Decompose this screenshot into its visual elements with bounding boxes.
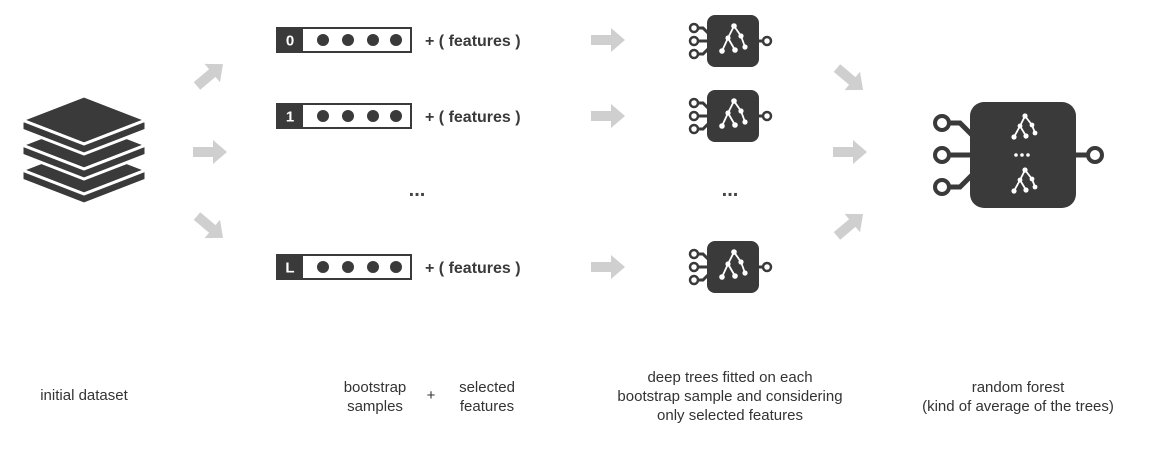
arrow-icon: [591, 28, 625, 52]
feature-dot: [342, 34, 354, 46]
decision-tree-chip-icon: [688, 241, 773, 293]
arrow-icon: [829, 204, 871, 246]
caption-initial-dataset: initial dataset: [40, 387, 128, 404]
sample-index: L: [285, 260, 294, 277]
ellipsis: ...: [409, 179, 426, 201]
caption-selected-line2: features: [460, 398, 514, 415]
feature-dot: [342, 261, 354, 273]
sample-index: 0: [286, 33, 294, 50]
caption-trees-line3: only selected features: [657, 407, 803, 424]
stacked-layers-icon: [17, 94, 151, 206]
feature-dot: [367, 261, 379, 273]
features-text: + ( features ): [425, 109, 521, 126]
caption-trees-line2: bootstrap sample and considering: [617, 388, 842, 405]
caption-plus: +: [427, 387, 436, 404]
arrow-icon: [591, 255, 625, 279]
arrow-icon: [829, 58, 871, 100]
caption-bootstrap-line2: samples: [347, 398, 403, 415]
sample-index: 1: [286, 109, 294, 126]
ellipsis: ...: [722, 179, 739, 201]
caption-forest-line1: random forest: [972, 379, 1065, 396]
feature-dot: [390, 34, 402, 46]
caption-selected-line1: selected: [459, 379, 515, 396]
sample-row: 0 + ( features ): [276, 27, 521, 53]
feature-dot: [367, 34, 379, 46]
caption-trees-line1: deep trees fitted on each: [647, 369, 812, 386]
feature-dot: [390, 261, 402, 273]
features-text: + ( features ): [425, 260, 521, 277]
feature-dot: [317, 34, 329, 46]
sample-row: L + ( features ): [276, 254, 521, 280]
arrow-icon: [591, 104, 625, 128]
random-forest-chip-icon: [933, 102, 1104, 208]
feature-dot: [317, 110, 329, 122]
feature-dot: [390, 110, 402, 122]
arrow-icon: [189, 54, 231, 96]
arrow-icon: [193, 140, 227, 164]
arrow-icon: [833, 140, 867, 164]
caption-forest-line2: (kind of average of the trees): [922, 398, 1114, 415]
decision-tree-chip-icon: [688, 90, 773, 142]
decision-tree-chip-icon: [688, 15, 773, 67]
features-text: + ( features ): [425, 33, 521, 50]
feature-dot: [367, 110, 379, 122]
feature-dot: [317, 261, 329, 273]
caption-bootstrap-line1: bootstrap: [344, 379, 407, 396]
arrow-icon: [189, 206, 231, 248]
sample-row: 1 + ( features ): [276, 103, 521, 129]
feature-dot: [342, 110, 354, 122]
